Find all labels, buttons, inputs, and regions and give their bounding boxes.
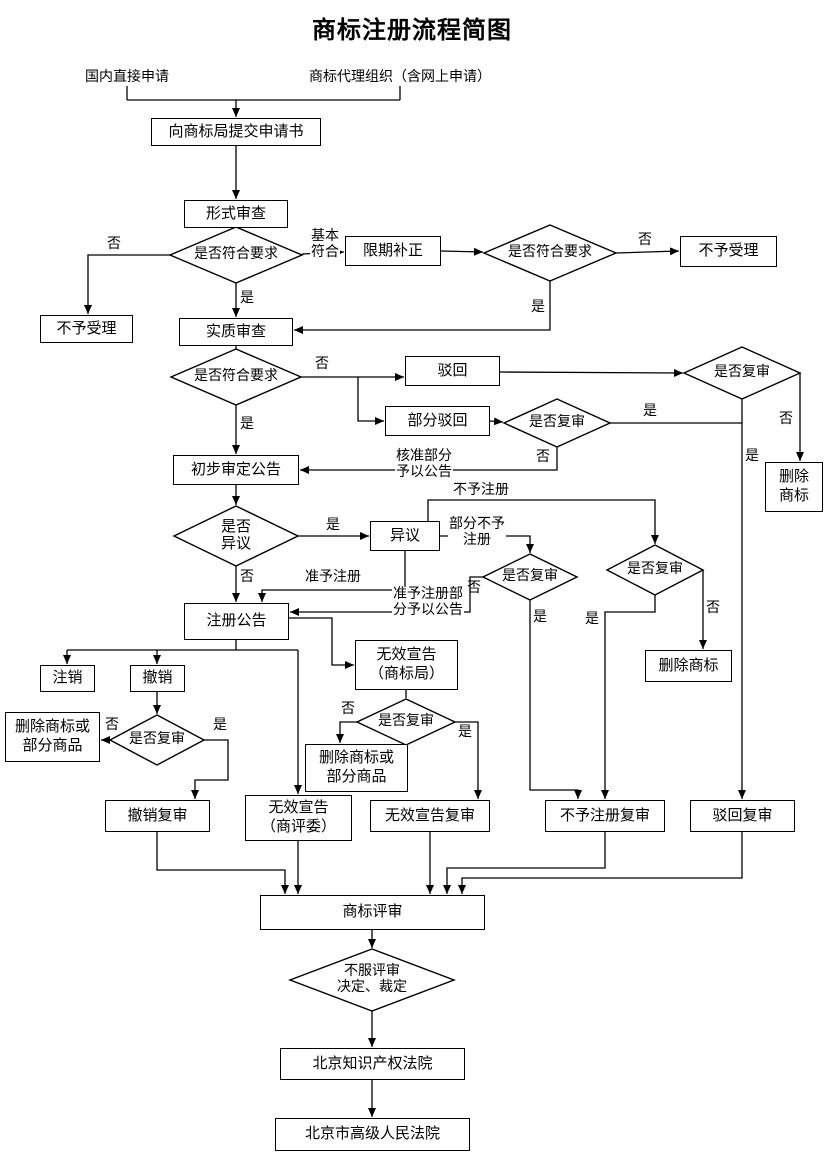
node-reject-review: 驳回复审 bbox=[690, 800, 795, 832]
connector bbox=[427, 499, 659, 544]
node-invalidation-review: 无效宣告复审 bbox=[370, 800, 490, 832]
edge-label-yes: 是 bbox=[585, 611, 599, 627]
edge-label-yes: 是 bbox=[533, 609, 547, 625]
connector bbox=[601, 595, 656, 799]
node-correction: 限期补正 bbox=[345, 236, 441, 266]
edge-label-partial-not-register: 部分不予 注册 bbox=[448, 516, 506, 550]
edge-label-yes: 是 bbox=[213, 717, 227, 733]
connector bbox=[455, 721, 482, 799]
node-not-accepted-left: 不予受理 bbox=[40, 315, 133, 343]
node-not-accepted-right: 不予受理 bbox=[680, 236, 777, 267]
connector bbox=[290, 576, 483, 616]
connector bbox=[529, 600, 582, 799]
node-submit-application: 向商标局提交申请书 bbox=[151, 118, 321, 146]
node-cancel: 注销 bbox=[40, 665, 95, 692]
edge-label-no: 否 bbox=[341, 701, 355, 717]
edge-label-yes: 是 bbox=[745, 448, 759, 464]
node-notreg-review: 不予注册复审 bbox=[545, 800, 665, 832]
source-agency-label: 商标代理组织（含网上申请） bbox=[309, 69, 491, 85]
decision-appeal bbox=[288, 948, 456, 1012]
node-delete-trademark-topright: 删除 商标 bbox=[765, 462, 823, 512]
node-beijing-high-court: 北京市高级人民法院 bbox=[275, 1118, 470, 1151]
edge-label-no: 否 bbox=[779, 411, 793, 427]
connector bbox=[615, 247, 680, 256]
node-delete-trademark-mid: 删除商标 bbox=[645, 650, 732, 682]
decision-invalid-review bbox=[355, 698, 457, 746]
node-delete-partial-left: 删除商标或 部分商品 bbox=[5, 712, 100, 762]
edge-label-approved-part-announced: 核准部分 予以公告 bbox=[395, 448, 453, 482]
connector bbox=[336, 721, 357, 743]
connector bbox=[258, 551, 406, 602]
node-reject: 驳回 bbox=[405, 356, 500, 386]
connector bbox=[489, 417, 504, 426]
edge-label-no: 否 bbox=[107, 236, 121, 252]
decision-partial-reject-review bbox=[502, 398, 612, 448]
decision-substantive-check bbox=[169, 348, 303, 406]
node-invalidation-board: 无效宣告 （商评委） bbox=[245, 795, 352, 841]
page-title: 商标注册流程简图 bbox=[312, 18, 512, 44]
node-beijing-ip-court: 北京知识产权法院 bbox=[280, 1048, 465, 1080]
edge-label-no: 否 bbox=[240, 569, 254, 585]
decision-correction-check bbox=[482, 224, 618, 282]
edge-label-yes: 是 bbox=[240, 290, 254, 306]
edge-label-yes: 是 bbox=[458, 724, 472, 740]
decision-partial-notreg-review bbox=[481, 553, 579, 601]
edge-label-not-register: 不予注册 bbox=[453, 482, 509, 498]
decision-reject-review bbox=[682, 346, 802, 400]
connector bbox=[84, 254, 170, 314]
connector bbox=[156, 832, 289, 894]
decision-revoke-review bbox=[108, 714, 206, 766]
edge-label-no: 否 bbox=[105, 717, 119, 733]
source-domestic-label: 国内直接申请 bbox=[85, 69, 169, 85]
edge-label-basic-conform: 基本 符合 bbox=[310, 228, 340, 262]
connector bbox=[440, 247, 484, 256]
node-prelim-announce: 初步审定公告 bbox=[173, 455, 299, 485]
edge-label-yes: 是 bbox=[240, 416, 254, 432]
node-revoke: 撤销 bbox=[130, 665, 185, 692]
connector bbox=[191, 739, 229, 799]
connector bbox=[458, 832, 743, 894]
node-partial-reject: 部分驳回 bbox=[385, 406, 490, 436]
node-trademark-review: 商标评审 bbox=[260, 895, 485, 930]
edge-label-approve-part-announced: 准予注册部 分予以公告 bbox=[392, 586, 464, 620]
node-delete-partial-mid: 删除商标或 部分商品 bbox=[305, 744, 408, 792]
connector bbox=[289, 617, 354, 669]
connector bbox=[499, 368, 684, 377]
edge-label-no: 否 bbox=[467, 580, 481, 596]
edge-label-no: 否 bbox=[315, 356, 329, 372]
connector bbox=[357, 377, 384, 425]
connector bbox=[300, 447, 558, 474]
node-revoke-review: 撤销复审 bbox=[105, 800, 210, 832]
node-objection: 异议 bbox=[370, 521, 440, 551]
decision-objection bbox=[172, 505, 300, 567]
connector bbox=[294, 281, 551, 334]
connector bbox=[443, 832, 606, 894]
node-invalidation-tmo: 无效宣告 （商标局） bbox=[355, 640, 458, 690]
node-substantive-exam: 实质审查 bbox=[179, 318, 293, 346]
decision-formal-check bbox=[168, 226, 304, 284]
edge-label-no: 否 bbox=[638, 232, 652, 248]
edge-label-no: 否 bbox=[706, 600, 720, 616]
edge-label-approve-register: 准予注册 bbox=[305, 569, 361, 585]
decision-notreg-review bbox=[605, 544, 705, 596]
node-formal-exam: 形式审查 bbox=[184, 200, 288, 228]
edge-label-no: 否 bbox=[536, 449, 550, 465]
edge-label-yes: 是 bbox=[326, 517, 340, 533]
edge-label-yes: 是 bbox=[531, 299, 545, 315]
edge-label-yes: 是 bbox=[643, 403, 657, 419]
node-reg-announce: 注册公告 bbox=[184, 603, 289, 640]
